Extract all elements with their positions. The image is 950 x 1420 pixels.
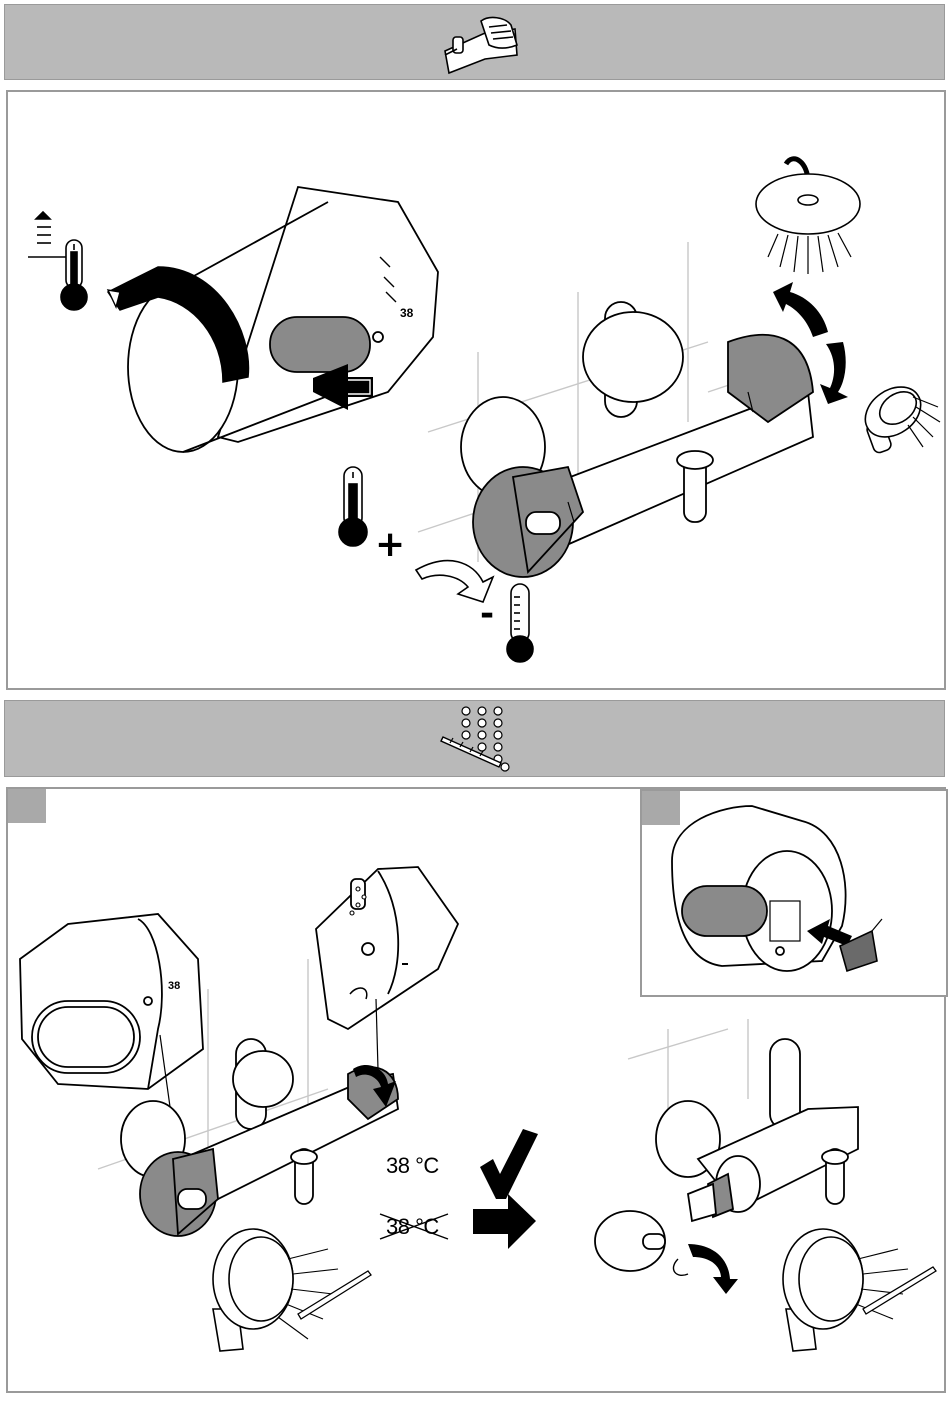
plus-sign: + bbox=[375, 524, 405, 565]
hand-shower-test-right bbox=[783, 1229, 936, 1351]
adjustment-header-band bbox=[4, 700, 945, 777]
adjustment-panel: 38 bbox=[6, 787, 946, 1393]
thermometer-hot-center-icon bbox=[339, 467, 367, 546]
hand-shower-test-left bbox=[213, 1229, 371, 1351]
zoomed-knob-back bbox=[316, 867, 458, 1029]
zoomed-knob-38: 38 bbox=[20, 914, 203, 1089]
dotted-thermometer-calibration-icon bbox=[5, 701, 946, 778]
overhead-shower-icon bbox=[756, 159, 860, 274]
temp-crossed-label: 38 °C bbox=[386, 1214, 439, 1240]
dial-marking: 38 bbox=[400, 306, 414, 320]
diverter-down-arrow bbox=[820, 342, 848, 404]
hand-shower-icon bbox=[856, 377, 940, 454]
knob-turn-arrow-right bbox=[688, 1244, 738, 1294]
shower-thermostat-body bbox=[461, 302, 813, 577]
operation-illustration: 38 bbox=[8, 92, 944, 688]
shower-bar-grip-icon bbox=[5, 5, 946, 81]
temp-correct-label: 38 °C bbox=[386, 1153, 439, 1179]
proceed-arrow bbox=[473, 1194, 536, 1249]
checkmark-icon bbox=[480, 1129, 538, 1199]
diverter-up-arrow bbox=[773, 282, 828, 337]
thermometer-cold-icon bbox=[507, 584, 533, 662]
thermometer-hot-icon bbox=[28, 212, 87, 310]
operation-header-band bbox=[4, 4, 945, 80]
svg-text:38: 38 bbox=[168, 980, 180, 992]
operation-panel: 38 bbox=[6, 90, 946, 690]
adjustment-illustration: 38 bbox=[8, 789, 944, 1391]
zoomed-temperature-knob: 38 bbox=[128, 187, 438, 452]
minus-sign: - bbox=[480, 594, 494, 634]
